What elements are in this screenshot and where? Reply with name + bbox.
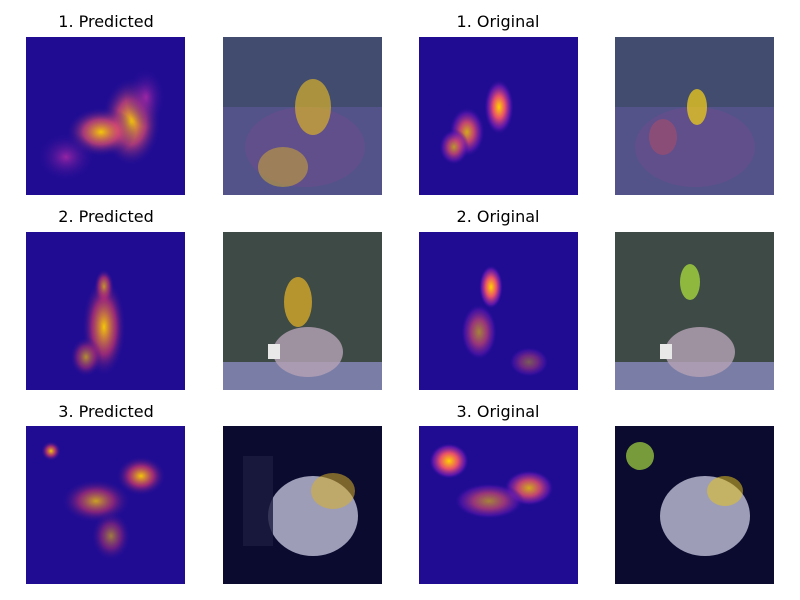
row-1-original-title: 1. Original bbox=[456, 12, 540, 31]
row-2-predicted-saliency-map bbox=[26, 232, 185, 390]
row-2-predicted-overlay-image bbox=[223, 232, 382, 390]
row-3-original-title: 3. Original bbox=[456, 402, 540, 421]
row-1-predicted-title: 1. Predicted bbox=[58, 12, 154, 31]
row-1-predicted-overlay-image bbox=[223, 37, 382, 195]
row-1-original-overlay-image bbox=[615, 37, 774, 195]
row-3-original-saliency-map bbox=[419, 426, 578, 584]
row-2-original-saliency-map bbox=[419, 232, 578, 390]
row-3-original-overlay-image bbox=[615, 426, 774, 584]
row-1-predicted-saliency-map bbox=[26, 37, 185, 195]
row-2-predicted-title: 2. Predicted bbox=[58, 207, 154, 226]
row-3-predicted-overlay-image bbox=[223, 426, 382, 584]
row-2-original-overlay-image bbox=[615, 232, 774, 390]
row-1-original-saliency-map bbox=[419, 37, 578, 195]
row-2-original-title: 2. Original bbox=[456, 207, 540, 226]
row-3-predicted-saliency-map bbox=[26, 426, 185, 584]
row-3-predicted-title: 3. Predicted bbox=[58, 402, 154, 421]
